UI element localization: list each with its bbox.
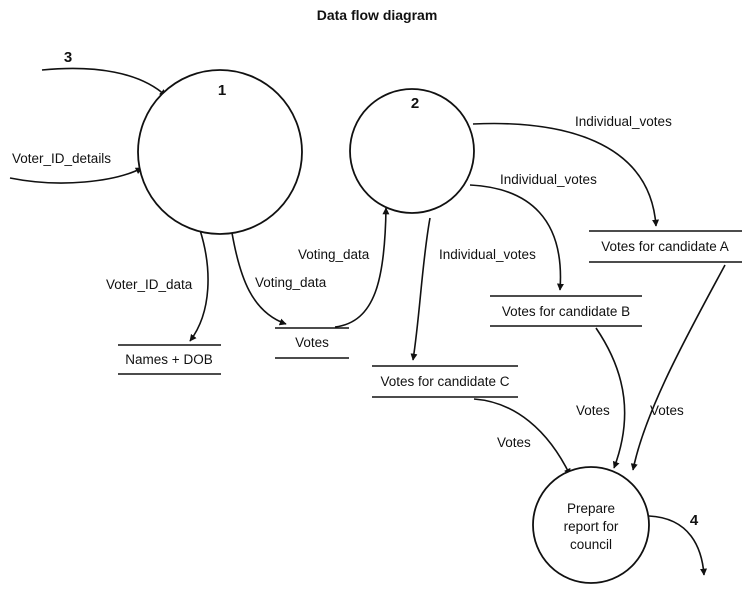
flow-votes-a-label: Votes: [650, 403, 684, 418]
flow-votes-b-arrow: [595, 327, 626, 469]
store-candidate-c: Votes for candidate C: [372, 365, 518, 398]
flow-voting-data-in-label: Voting_data: [298, 247, 370, 262]
process-2-number: 2: [411, 95, 419, 112]
store-names-dob-label: Names + DOB: [125, 352, 212, 367]
flow-voting-data-out-arrow: [231, 232, 287, 326]
process-prepare-report-line-1: Prepare: [567, 501, 615, 516]
process-1-number: 1: [218, 82, 226, 99]
flow-votes-c-label: Votes: [497, 435, 531, 450]
diagram-title: Data flow diagram: [317, 7, 438, 23]
store-candidate-c-label: Votes for candidate C: [380, 374, 509, 389]
flow-individual-votes-b-arrow: [469, 184, 564, 291]
flow-voter-id-details-label: Voter_ID_details: [12, 151, 111, 166]
store-candidate-a-label: Votes for candidate A: [601, 239, 729, 254]
flow-4-label: 4: [690, 512, 699, 529]
flow-individual-votes-c-arrow: [410, 217, 431, 361]
flow-3-label: 3: [64, 49, 72, 66]
flow-voter-id-details-arrow: [9, 167, 143, 184]
process-prepare-report: Prepare report for council: [532, 466, 650, 584]
store-candidate-b: Votes for candidate B: [490, 295, 642, 327]
flow-votes-b-label: Votes: [576, 403, 610, 418]
flow-voter-id-data-label: Voter_ID_data: [106, 277, 193, 292]
flow-4-arrow: [648, 515, 708, 576]
process-2: 2: [349, 88, 475, 214]
flow-individual-votes-a-arrow: [472, 122, 660, 227]
flow-voter-id-data-arrow: [189, 229, 209, 342]
process-prepare-report-line-3: council: [570, 537, 612, 552]
flow-voting-data-out-label: Voting_data: [255, 275, 327, 290]
store-votes: Votes: [275, 327, 349, 359]
store-candidate-a: Votes for candidate A: [589, 230, 742, 263]
process-1: 1: [137, 69, 303, 235]
store-candidate-b-label: Votes for candidate B: [502, 304, 630, 319]
flow-individual-votes-a-label: Individual_votes: [575, 114, 672, 129]
process-prepare-report-line-2: report for: [564, 519, 619, 534]
flow-votes-c-arrow: [473, 398, 571, 476]
flow-individual-votes-b-label: Individual_votes: [500, 172, 597, 187]
flow-individual-votes-c-label: Individual_votes: [439, 247, 536, 262]
flow-votes-a-arrow: [630, 264, 726, 471]
store-votes-label: Votes: [295, 335, 329, 350]
store-names-dob: Names + DOB: [118, 344, 221, 375]
flow-3-arrow: [41, 67, 167, 97]
flow-voting-data-in-arrow: [334, 207, 390, 328]
